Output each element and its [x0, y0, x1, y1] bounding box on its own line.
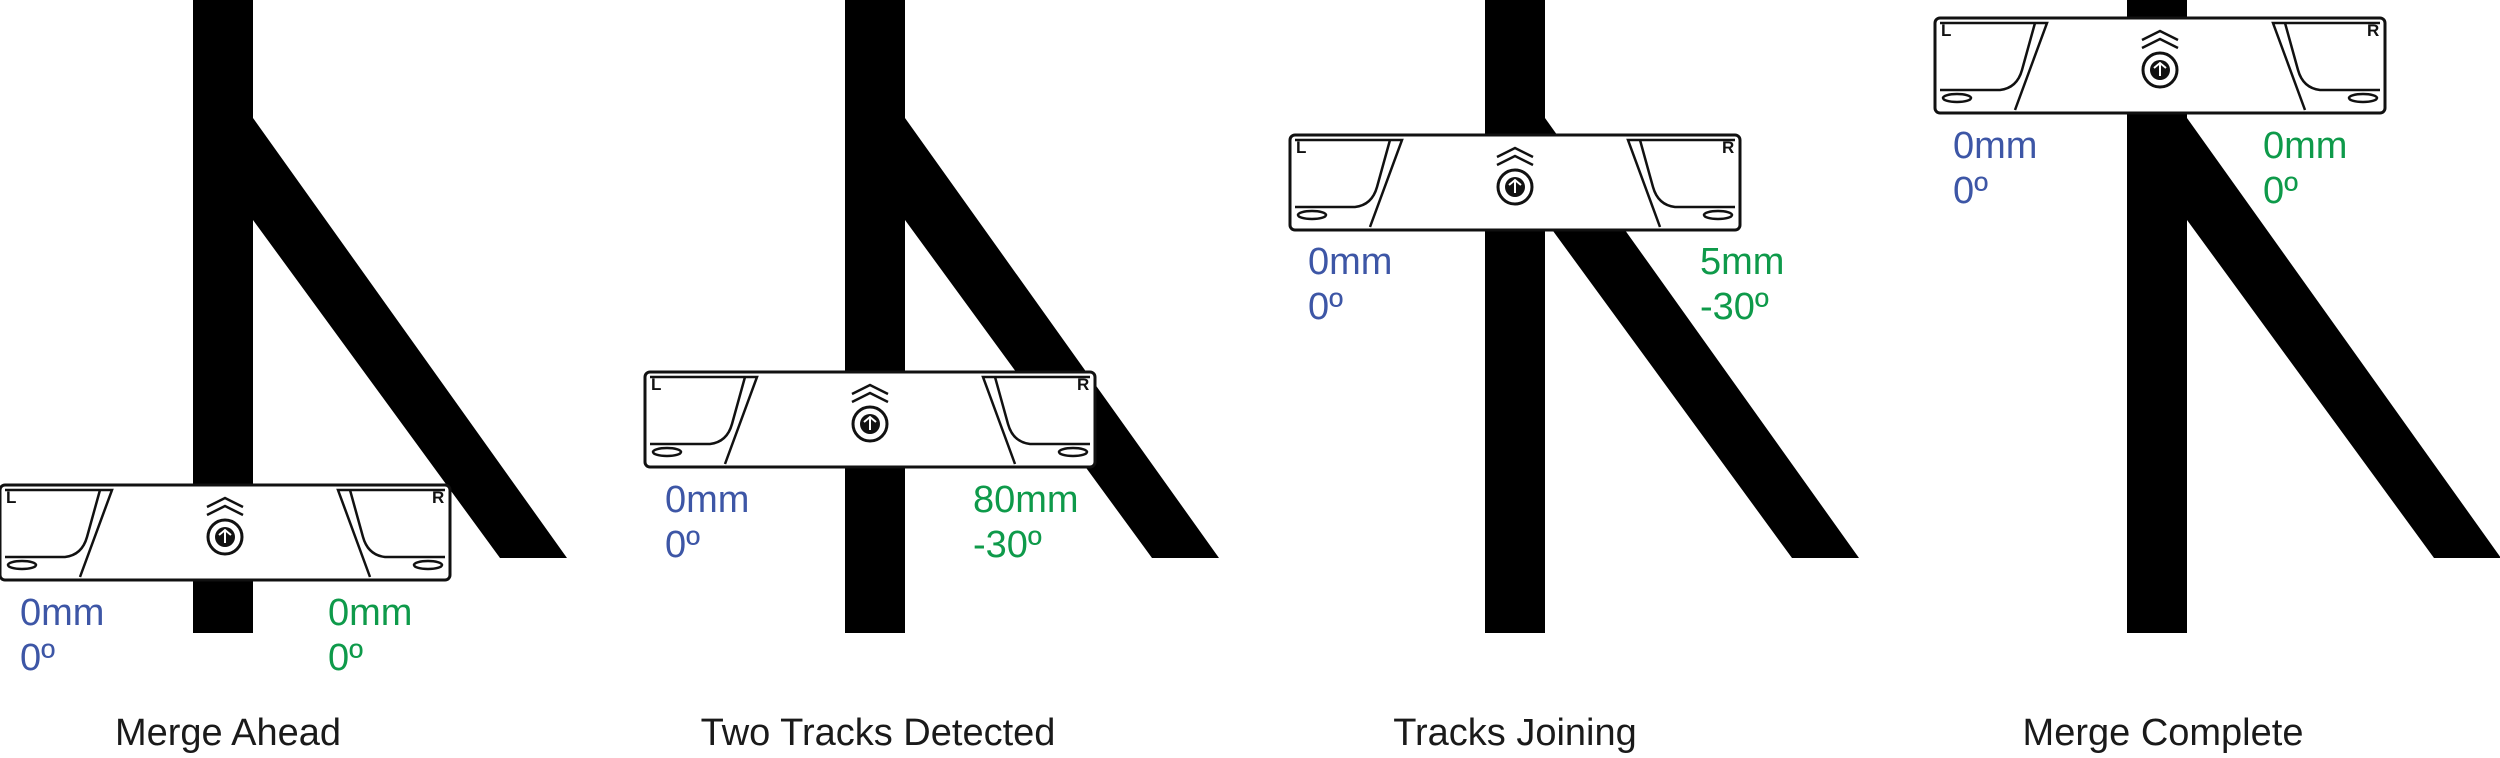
- right-angle: -30º: [1700, 286, 1769, 328]
- right-angle: 0º: [328, 637, 363, 679]
- right-offset: 0mm: [2263, 125, 2347, 167]
- sensor-left-mark: L: [1296, 138, 1306, 157]
- left-angle: 0º: [1953, 170, 1988, 212]
- line-sensor: L R: [1288, 133, 1742, 232]
- line-sensor: L R: [1933, 16, 2387, 115]
- panel-tracks-joining: L R 0mm 0º 5mm -30º Tracks Joining: [1288, 0, 1859, 754]
- right-offset: 0mm: [328, 592, 412, 634]
- line-sensor: L R: [0, 483, 452, 582]
- branch-track: [2187, 118, 2500, 558]
- sensor-right-mark: R: [2367, 21, 2379, 40]
- left-angle: 0º: [665, 524, 700, 566]
- left-offset: 0mm: [665, 479, 749, 521]
- panel-merge-complete: L R 0mm 0º 0mm 0º Merge Complete: [1933, 0, 2500, 754]
- branch-track: [253, 118, 567, 558]
- left-angle: 0º: [1308, 286, 1343, 328]
- panel-caption: Merge Complete: [2023, 712, 2304, 754]
- right-angle: -30º: [973, 524, 1042, 566]
- panel-caption: Two Tracks Detected: [701, 712, 1056, 754]
- sensor-left-mark: L: [651, 375, 661, 394]
- panel-caption: Merge Ahead: [115, 712, 341, 754]
- left-offset: 0mm: [1953, 125, 2037, 167]
- sensor-right-mark: R: [1722, 138, 1734, 157]
- sensor-right-mark: R: [1077, 375, 1089, 394]
- branch-track: [905, 118, 1219, 558]
- panel-merge-ahead: L R 0mm 0º 0mm 0º Merge Ahead: [0, 0, 567, 754]
- panel-caption: Tracks Joining: [1393, 712, 1637, 754]
- panel-two-tracks-detected: L R 0mm 0º 80mm -30º Two Tracks Detected: [643, 0, 1219, 754]
- main-track: [1485, 0, 1545, 633]
- left-offset: 0mm: [1308, 241, 1392, 283]
- right-angle: 0º: [2263, 170, 2298, 212]
- right-offset: 80mm: [973, 479, 1079, 521]
- main-track: [845, 0, 905, 633]
- right-offset: 5mm: [1700, 241, 1784, 283]
- left-angle: 0º: [20, 637, 55, 679]
- sensor-right-mark: R: [432, 488, 444, 507]
- sensor-left-mark: L: [1941, 21, 1951, 40]
- sensor-left-mark: L: [6, 488, 16, 507]
- line-sensor: L R: [643, 370, 1097, 469]
- left-offset: 0mm: [20, 592, 104, 634]
